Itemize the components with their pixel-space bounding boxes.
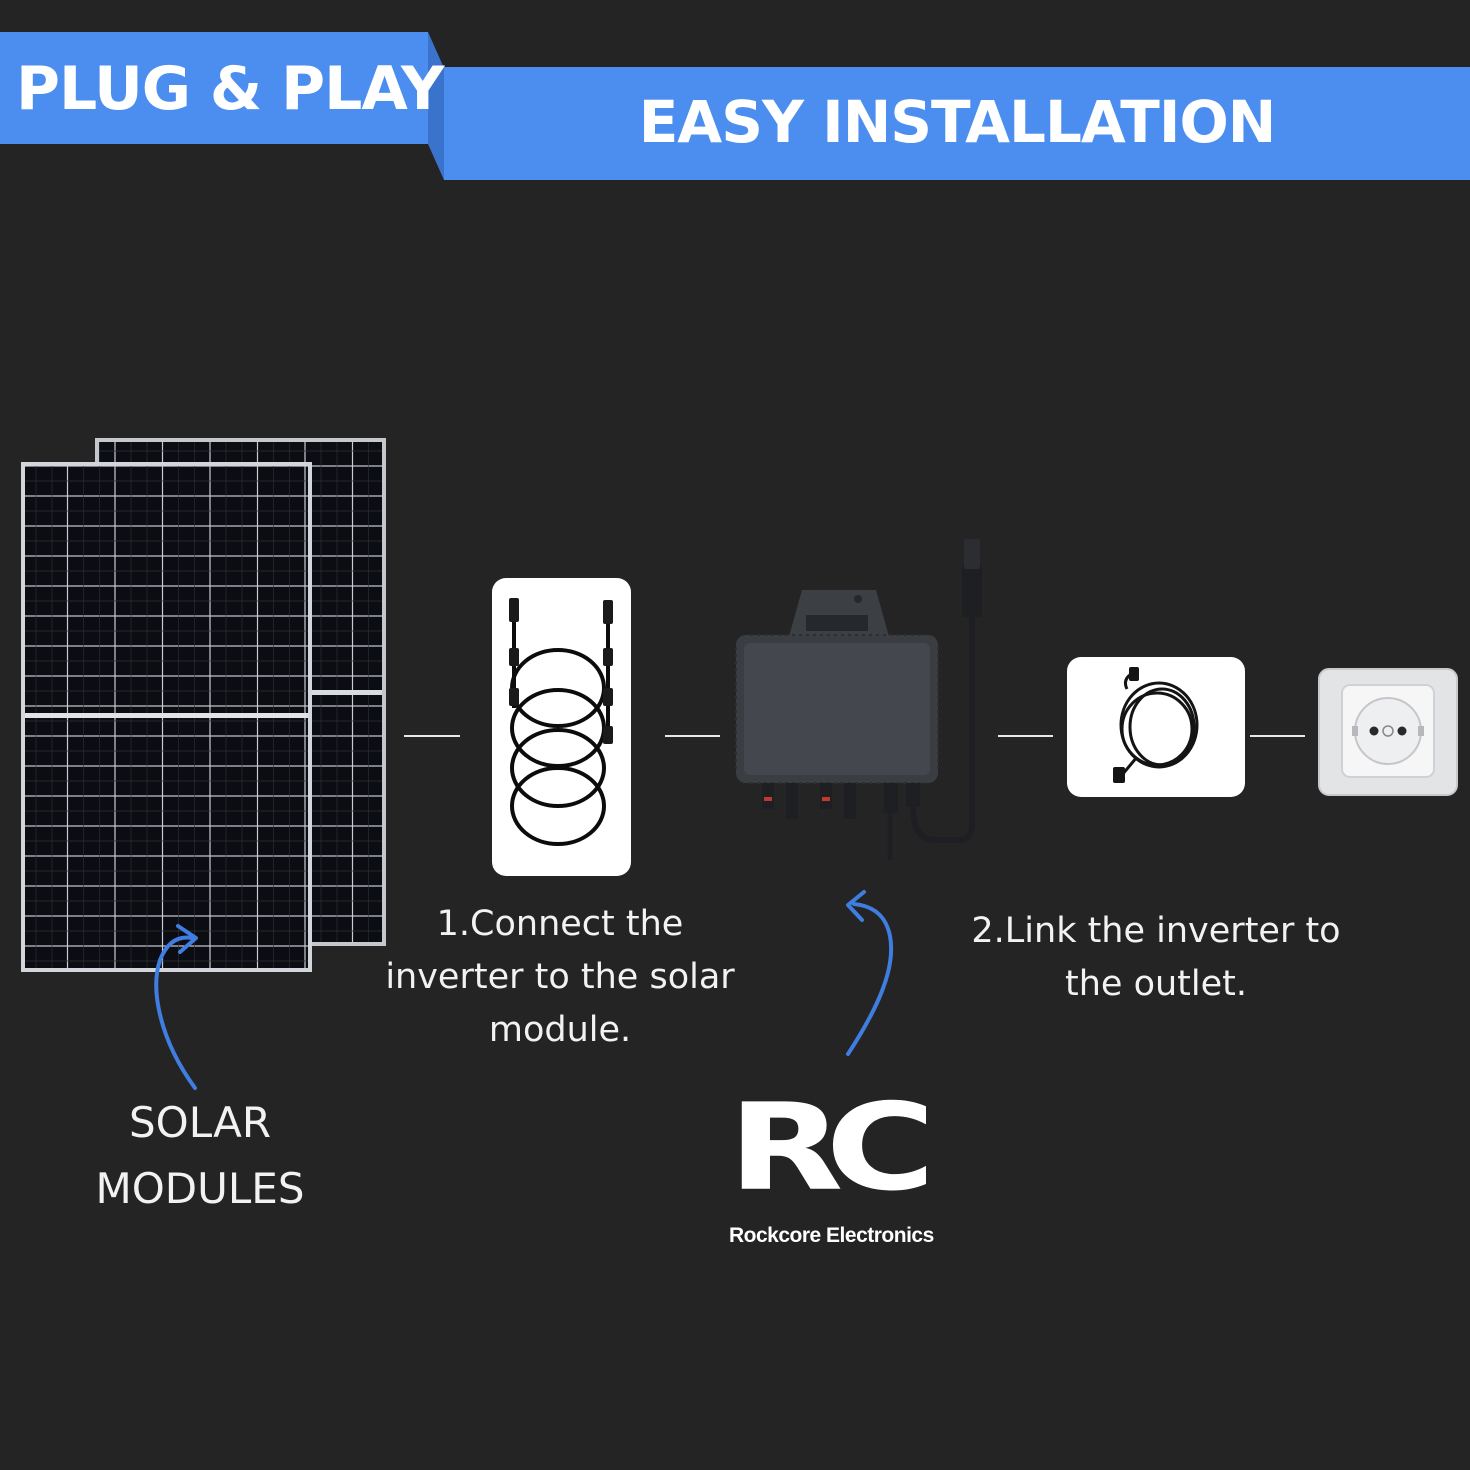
step1-line3: module. <box>488 1010 632 1050</box>
connector-line-3 <box>998 735 1053 737</box>
step2-line2: the outlet. <box>1065 964 1247 1004</box>
step2-line1: 2.Link the inverter to <box>971 911 1341 951</box>
connector-line-1 <box>404 735 460 737</box>
solar-modules-line1: SOLAR <box>129 1098 271 1147</box>
solar-modules-label: SOLAR MODULES <box>60 1090 340 1222</box>
solar-arrow-icon <box>154 924 198 1090</box>
connector-line-4 <box>1250 735 1305 737</box>
step1-label: 1.Connect the inverter to the solar modu… <box>370 898 750 1057</box>
micro-inverter-icon <box>735 539 982 860</box>
power-cord-icon <box>1113 667 1199 783</box>
brand-name: Rockcore Electronics <box>729 1224 934 1247</box>
brand-logo-letters: RC <box>728 1078 936 1218</box>
header-banner-left <box>0 32 428 144</box>
solar-modules-line2: MODULES <box>95 1164 305 1213</box>
power-cord-card <box>1067 657 1245 797</box>
solar-panel-icon <box>21 438 386 972</box>
banner-fold <box>428 32 444 180</box>
step1-line2: inverter to the solar <box>385 957 735 997</box>
inverter-arrow-icon <box>846 890 894 1056</box>
extension-cable-icon <box>509 598 613 846</box>
header-banner-right <box>444 67 1470 180</box>
wall-outlet-icon <box>1318 668 1458 796</box>
extension-cables-card <box>492 578 631 876</box>
connector-line-2 <box>665 735 720 737</box>
plug-and-play-title: PLUG & PLAY <box>16 54 444 124</box>
step1-line1: 1.Connect the <box>436 904 684 944</box>
brand-logo: RC Rockcore Electronics <box>728 1088 968 1250</box>
step2-label: 2.Link the inverter to the outlet. <box>960 905 1352 1011</box>
easy-installation-title: EASY INSTALLATION <box>638 88 1277 156</box>
